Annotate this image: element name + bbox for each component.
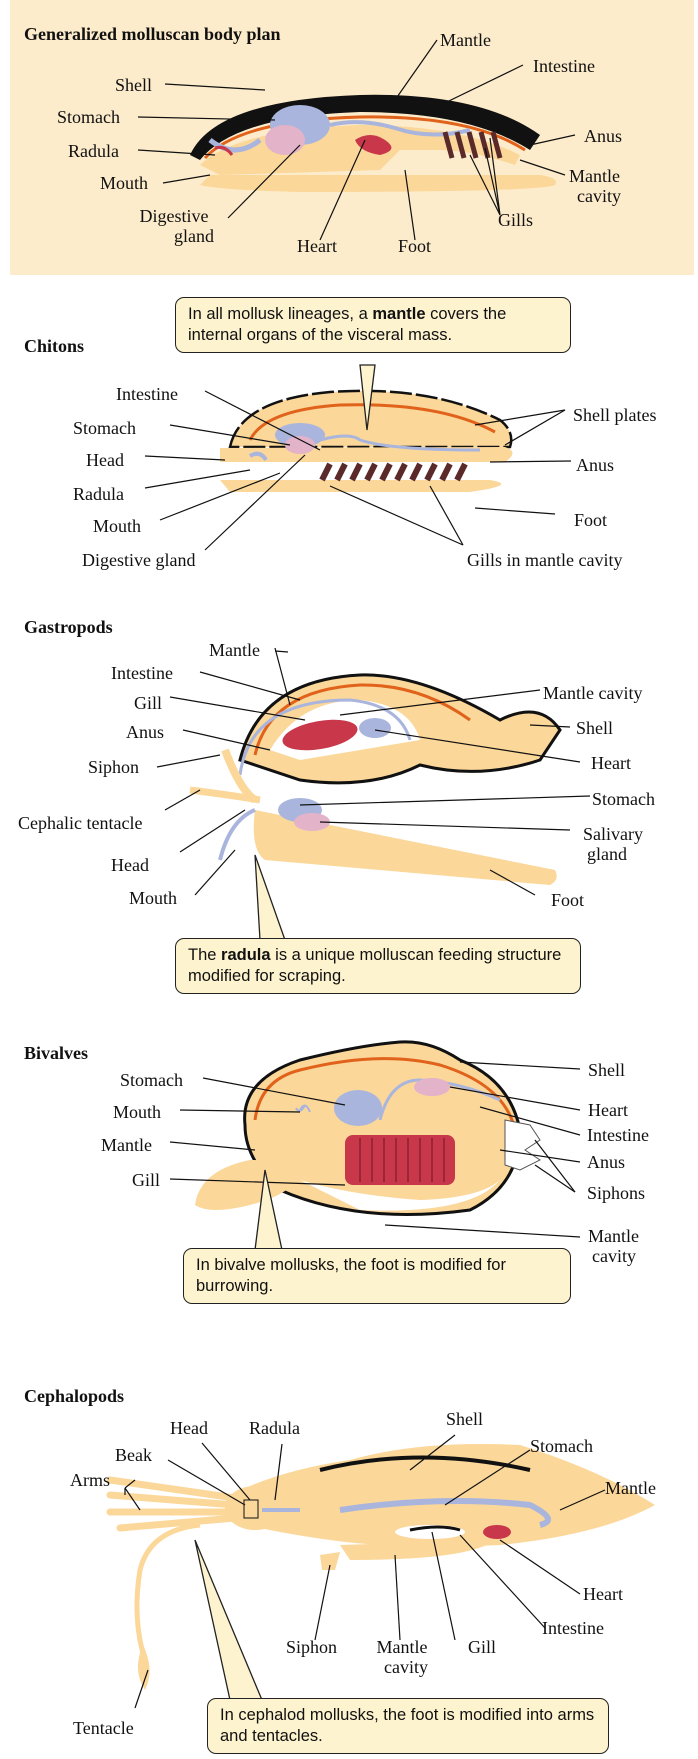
- label-gill: Gill: [134, 693, 162, 713]
- label-foot: Foot: [398, 236, 431, 256]
- label-stomach: Stomach: [530, 1436, 593, 1456]
- label-shell: Shell: [588, 1060, 625, 1080]
- title-cephalopods: Cephalopods: [24, 1386, 124, 1407]
- label-beak: Beak: [115, 1445, 152, 1465]
- label-shell: Shell: [446, 1409, 483, 1429]
- label-mantle: Mantle: [209, 640, 260, 660]
- label-radula: Radula: [249, 1418, 300, 1438]
- callout-cephalopods: In cephalod mollusks, the foot is modifi…: [207, 1698, 609, 1754]
- label-cephalic-tentacle: Cephalic tentacle: [18, 813, 142, 833]
- label-mantle: Mantle: [101, 1135, 152, 1155]
- label-stomach: Stomach: [120, 1070, 183, 1090]
- label-mantle-cavity: Mantle cavity: [569, 166, 621, 206]
- title-gastropods: Gastropods: [24, 617, 113, 638]
- general-body: [190, 95, 556, 192]
- label-gills: Gills: [498, 210, 533, 230]
- title-chitons: Chitons: [24, 336, 84, 357]
- label-digestive-gland: Digestive gland: [134, 206, 214, 246]
- label-mouth: Mouth: [100, 173, 148, 193]
- label-mouth: Mouth: [129, 888, 177, 908]
- label-intestine: Intestine: [533, 56, 595, 76]
- label-anus: Anus: [576, 455, 614, 475]
- label-intestine: Intestine: [116, 384, 178, 404]
- label-head: Head: [170, 1418, 208, 1438]
- label-siphon: Siphon: [88, 757, 139, 777]
- label-gills-mantle-cavity: Gills in mantle cavity: [467, 550, 622, 570]
- label-intestine: Intestine: [587, 1125, 649, 1145]
- label-arms: Arms: [70, 1470, 110, 1490]
- label-shell-plates: Shell plates: [573, 405, 657, 425]
- label-radula: Radula: [73, 484, 124, 504]
- label-stomach: Stomach: [73, 418, 136, 438]
- label-gill: Gill: [468, 1637, 496, 1657]
- label-foot: Foot: [574, 510, 607, 530]
- label-stomach: Stomach: [592, 789, 655, 809]
- label-tentacle: Tentacle: [73, 1718, 134, 1738]
- label-anus: Anus: [587, 1152, 625, 1172]
- label-gill: Gill: [132, 1170, 160, 1190]
- label-mouth: Mouth: [93, 516, 141, 536]
- label-radula: Radula: [68, 141, 119, 161]
- gastropod-body: [190, 675, 560, 885]
- label-shell: Shell: [576, 718, 613, 738]
- label-intestine: Intestine: [111, 663, 173, 683]
- title-general: Generalized molluscan body plan: [24, 24, 281, 45]
- label-heart: Heart: [297, 236, 337, 256]
- label-anus: Anus: [126, 722, 164, 742]
- label-mantle: Mantle: [605, 1478, 656, 1498]
- label-digestive-gland: Digestive gland: [82, 550, 195, 570]
- label-head: Head: [86, 450, 124, 470]
- label-intestine: Intestine: [542, 1618, 604, 1638]
- label-mantle-cavity: Mantle cavity: [543, 683, 642, 703]
- title-bivalves: Bivalves: [24, 1043, 88, 1064]
- callout-chitons: In all mollusk lineages, a mantle covers…: [175, 297, 571, 353]
- label-stomach: Stomach: [57, 107, 120, 127]
- label-heart: Heart: [583, 1584, 623, 1604]
- label-mouth: Mouth: [113, 1102, 161, 1122]
- label-heart: Heart: [588, 1100, 628, 1120]
- label-shell: Shell: [115, 75, 152, 95]
- label-foot: Foot: [551, 890, 584, 910]
- label-mantle-cavity: Mantle cavity: [376, 1637, 428, 1677]
- label-heart: Heart: [591, 753, 631, 773]
- label-head: Head: [111, 855, 149, 875]
- label-salivary-gland: Salivary gland: [583, 824, 643, 864]
- label-mantle: Mantle: [440, 30, 491, 50]
- callout-bivalves: In bivalve mollusks, the foot is modifie…: [183, 1248, 571, 1304]
- label-mantle-cavity: Mantle cavity: [588, 1226, 639, 1266]
- label-anus: Anus: [584, 126, 622, 146]
- bivalve-body: [195, 1042, 540, 1215]
- label-siphon: Siphon: [286, 1637, 337, 1657]
- label-siphons: Siphons: [587, 1183, 645, 1203]
- callout-gastropods: The radula is a unique molluscan feeding…: [175, 938, 581, 994]
